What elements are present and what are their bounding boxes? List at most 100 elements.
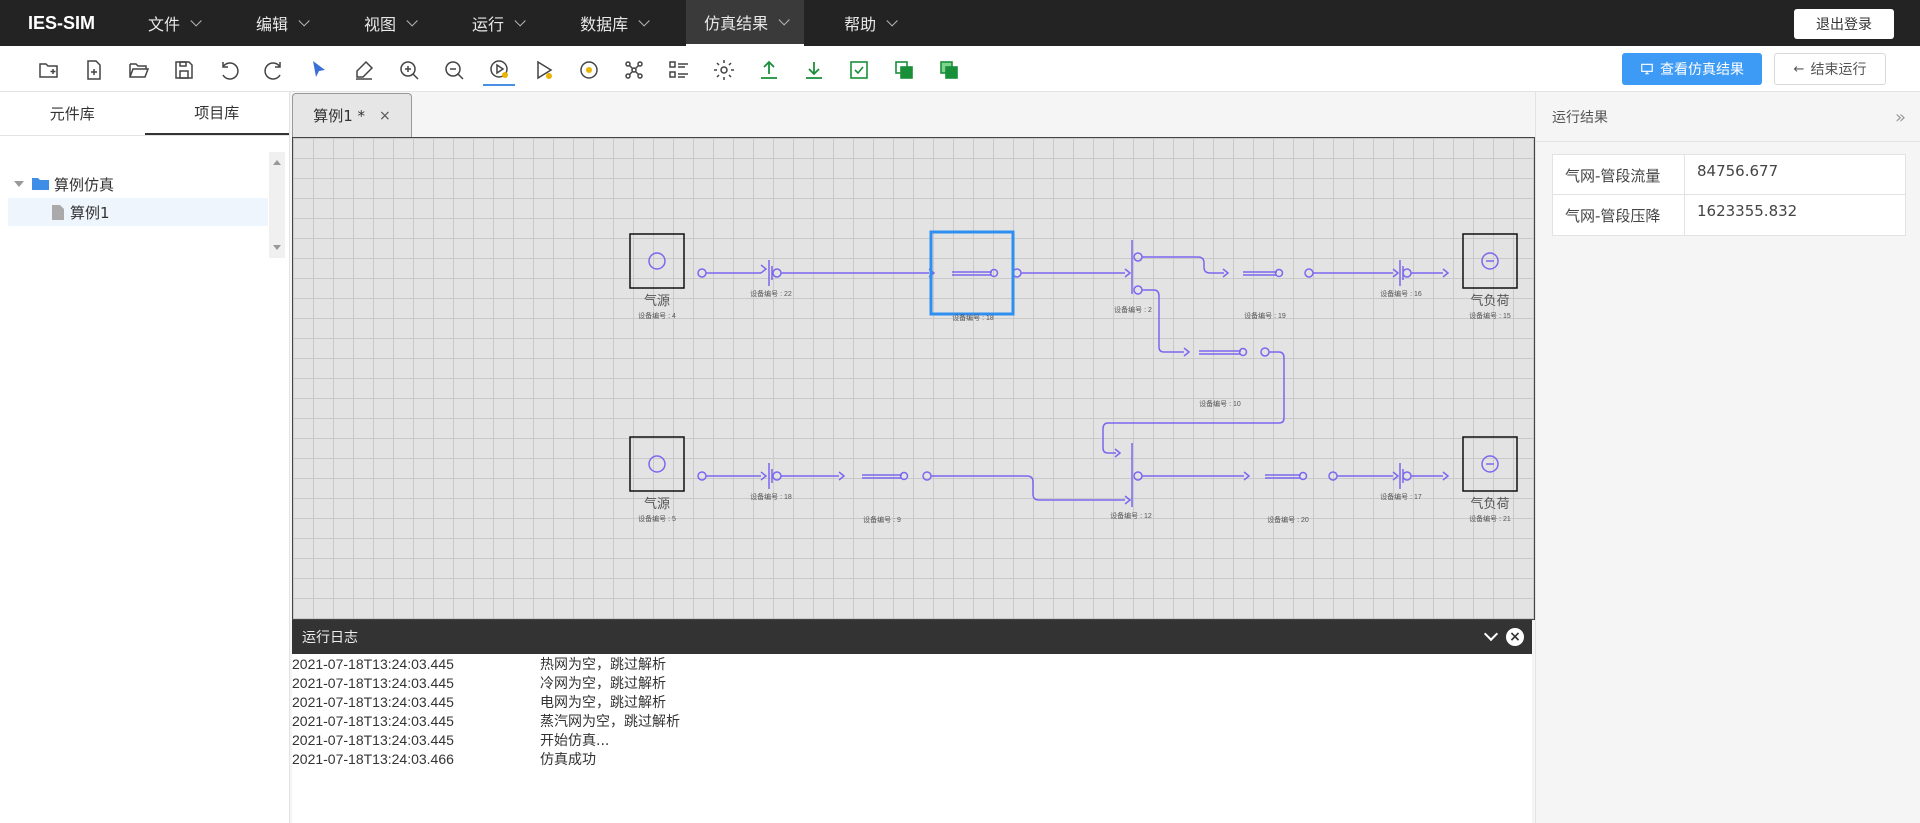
scroll-up-icon[interactable] xyxy=(273,160,281,165)
log-msg: 热网为空，跳过解析 xyxy=(540,656,666,673)
log-time: 2021-07-18T13:24:03.445 xyxy=(292,655,454,672)
tab-case1[interactable]: 算例1 * × xyxy=(292,93,412,137)
end-run-button[interactable]: ← 结束运行 xyxy=(1774,53,1886,85)
port-circle xyxy=(772,268,782,278)
scroll-down-icon[interactable] xyxy=(273,245,281,250)
log-body: 2021-07-18T13:24:03.445 热网为空，跳过解析 2021-07… xyxy=(292,654,1532,823)
chevron-down-icon xyxy=(514,15,526,27)
checklist-icon[interactable] xyxy=(663,54,695,86)
menu-run-label: 运行 xyxy=(472,15,505,34)
chevron-down-icon xyxy=(638,15,650,27)
double-chevron-right-icon[interactable]: » xyxy=(1894,107,1906,128)
copy-icon[interactable] xyxy=(888,54,920,86)
zoom-out-icon[interactable] xyxy=(438,54,470,86)
menu-run[interactable]: 运行 xyxy=(454,0,540,46)
menu-sim-results-label: 仿真结果 xyxy=(704,14,769,33)
log-row: 2021-07-18T13:24:03.445 蒸汽网为空，跳过解析 xyxy=(292,711,1532,730)
redo-icon[interactable] xyxy=(258,54,290,86)
tree-folder-row[interactable]: 算例仿真 xyxy=(0,170,268,198)
log-msg: 电网为空，跳过解析 xyxy=(540,694,666,711)
settings-icon[interactable] xyxy=(708,54,740,86)
menu-view[interactable]: 视图 xyxy=(346,0,432,46)
top-source-label: 气源 xyxy=(644,293,670,308)
stop-icon[interactable] xyxy=(573,54,605,86)
chevron-down-icon xyxy=(886,15,898,27)
log-msg: 蒸汽网为空，跳过解析 xyxy=(540,713,680,730)
result-value: 84756.677 xyxy=(1697,162,1779,180)
folder-open-icon xyxy=(32,178,49,190)
tab-project-library[interactable]: 项目库 xyxy=(144,92,289,135)
logout-button[interactable]: 退出登录 xyxy=(1794,9,1894,39)
gas-load-bottom xyxy=(1462,436,1518,492)
table-row: 气网-管段流量 84756.677 xyxy=(1553,155,1905,195)
diagram-canvas[interactable]: 气源 设备编号 : 4 设备编号 : 22 设备编号 : 18 设备编号 : 2… xyxy=(292,137,1535,620)
left-panel: 元件库 项目库 算例仿真 算例1 xyxy=(0,92,290,823)
run-icon[interactable] xyxy=(483,54,515,86)
toolbar: 查看仿真结果 ← 结束运行 xyxy=(0,46,1920,92)
menu-help[interactable]: 帮助 xyxy=(826,0,912,46)
selection-box xyxy=(929,230,1015,316)
menu-file[interactable]: 文件 xyxy=(130,0,216,46)
left-panel-tabs: 元件库 项目库 xyxy=(0,92,289,136)
file-icon xyxy=(52,204,64,220)
bottom-valve2-id: 设备编号 : 17 xyxy=(1380,492,1422,501)
bottom-pipe-id: 设备编号 : 9 xyxy=(863,515,901,524)
log-time: 2021-07-18T13:24:03.445 xyxy=(292,712,454,729)
log-time: 2021-07-18T13:24:03.445 xyxy=(292,693,454,710)
results-table: 气网-管段流量 84756.677 气网-管段压降 1623355.832 xyxy=(1552,154,1906,236)
log-row: 2021-07-18T13:24:03.445 开始仿真... xyxy=(292,730,1532,749)
open-folder-icon[interactable] xyxy=(123,54,155,86)
new-file-icon[interactable] xyxy=(78,54,110,86)
end-run-label: 结束运行 xyxy=(1810,62,1867,78)
view-results-button[interactable]: 查看仿真结果 xyxy=(1622,53,1762,85)
zoom-in-icon[interactable] xyxy=(393,54,425,86)
bottom-load-label: 气负荷 xyxy=(1470,496,1509,511)
log-time: 2021-07-18T13:24:03.445 xyxy=(292,731,454,748)
log-msg: 开始仿真... xyxy=(540,732,610,749)
chevron-down-icon[interactable] xyxy=(1483,626,1499,642)
step-run-icon[interactable] xyxy=(528,54,560,86)
download-icon[interactable] xyxy=(798,54,830,86)
menu-sim-results[interactable]: 仿真结果 xyxy=(686,0,805,46)
result-value: 1623355.832 xyxy=(1697,202,1798,220)
monitor-icon xyxy=(1641,63,1653,75)
layers-icon[interactable] xyxy=(933,54,965,86)
menu-edit[interactable]: 编辑 xyxy=(238,0,324,46)
save-icon[interactable] xyxy=(168,54,200,86)
gas-source-bottom xyxy=(629,436,685,492)
log-row: 2021-07-18T13:24:03.445 电网为空，跳过解析 xyxy=(292,692,1532,711)
chevron-down-icon xyxy=(406,15,418,27)
upload-icon[interactable] xyxy=(753,54,785,86)
result-name: 气网-管段流量 xyxy=(1553,155,1685,194)
menu-database[interactable]: 数据库 xyxy=(562,0,664,46)
undo-icon[interactable] xyxy=(213,54,245,86)
bottom-source-id: 设备编号 : 5 xyxy=(638,514,676,523)
eraser-icon[interactable] xyxy=(348,54,380,86)
top-load-label: 气负荷 xyxy=(1470,293,1509,308)
close-icon[interactable]: × xyxy=(379,107,391,124)
bottom-source-label: 气源 xyxy=(644,496,670,511)
topology-icon[interactable] xyxy=(618,54,650,86)
results-panel: 运行结果 » 气网-管段流量 84756.677 气网-管段压降 1623355… xyxy=(1535,92,1920,823)
top-valve1-id: 设备编号 : 22 xyxy=(750,289,792,298)
top-node-id: 设备编号 : 2 xyxy=(1114,305,1152,314)
menu-file-label: 文件 xyxy=(148,15,181,34)
top-pipe-id: 设备编号 : 18 xyxy=(952,313,994,322)
select-arrow-icon[interactable] xyxy=(303,54,335,86)
tree-scrollbar[interactable] xyxy=(269,152,285,258)
bottom-valve1-id: 设备编号 : 18 xyxy=(750,492,792,501)
menu-bar: IES-SIM 文件 编辑 视图 运行 数据库 仿真结果 帮助 退出登录 xyxy=(0,0,1920,46)
tab-component-library[interactable]: 元件库 xyxy=(49,105,95,123)
close-circle-icon[interactable]: × xyxy=(1506,628,1524,646)
report-icon[interactable] xyxy=(843,54,875,86)
tree-item-case1[interactable]: 算例1 xyxy=(8,198,268,226)
new-folder-icon[interactable] xyxy=(33,54,65,86)
caret-down-icon[interactable] xyxy=(14,181,24,187)
bottom-pipe2-id: 设备编号 : 20 xyxy=(1267,515,1309,524)
diagram-svg: 气源 设备编号 : 4 设备编号 : 22 设备编号 : 18 设备编号 : 2… xyxy=(629,230,1518,524)
menu-view-label: 视图 xyxy=(364,15,397,34)
log-time: 2021-07-18T13:24:03.466 xyxy=(292,750,454,767)
chevron-down-icon xyxy=(778,14,790,26)
app-brand: IES-SIM xyxy=(28,12,96,33)
